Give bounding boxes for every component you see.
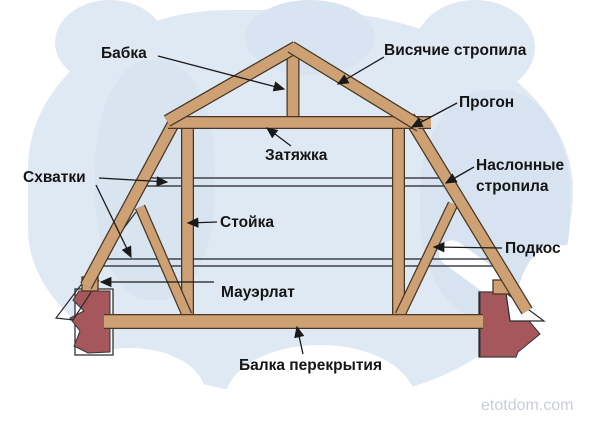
label-progon: Прогон [459, 94, 515, 111]
stoyka-arrow [186, 217, 218, 228]
label-zatyazhka: Затяжка [265, 147, 328, 164]
watermark: etotdom.com [481, 397, 574, 414]
label-stoyka: Стойка [220, 214, 274, 231]
label-mauerlat: Мауэрлат [221, 284, 295, 301]
label-balka-perekrytiya: Балка перекрытия [239, 357, 382, 374]
background-cloud-gap [225, 345, 415, 429]
background-cloud-gap [55, 348, 205, 429]
babka-arrow [157, 55, 286, 92]
visyachie-arrow [336, 56, 385, 85]
right-strut-beam [395, 201, 458, 318]
label-podkos: Подкос [505, 240, 561, 257]
skhvatki-arrow-upper [98, 176, 169, 187]
annotation-arrows [95, 55, 503, 355]
label-naslonnye-stropila: Наслонные стропила [476, 157, 565, 195]
balka-arrow [294, 325, 305, 355]
podkos-arrow [432, 241, 503, 253]
label-babka: Бабка [101, 45, 147, 62]
progon-arrow [410, 102, 458, 128]
label-skhvatki: Схватки [23, 169, 86, 186]
skhvatki-arrow-lower [95, 184, 132, 259]
label-visyachie-stropila: Висячие стропила [384, 42, 527, 59]
background-cloud [415, 0, 535, 95]
left-strut-beam [134, 204, 193, 318]
lower-left-rafter-beam [80, 111, 184, 290]
naslonnye-arrow [444, 166, 475, 184]
upper-right-rafter-beam [287, 41, 424, 132]
lower-right-rafter-beam [403, 113, 533, 315]
zatyazhka-arrow [265, 127, 292, 147]
upper-left-rafter-beam [163, 41, 300, 127]
